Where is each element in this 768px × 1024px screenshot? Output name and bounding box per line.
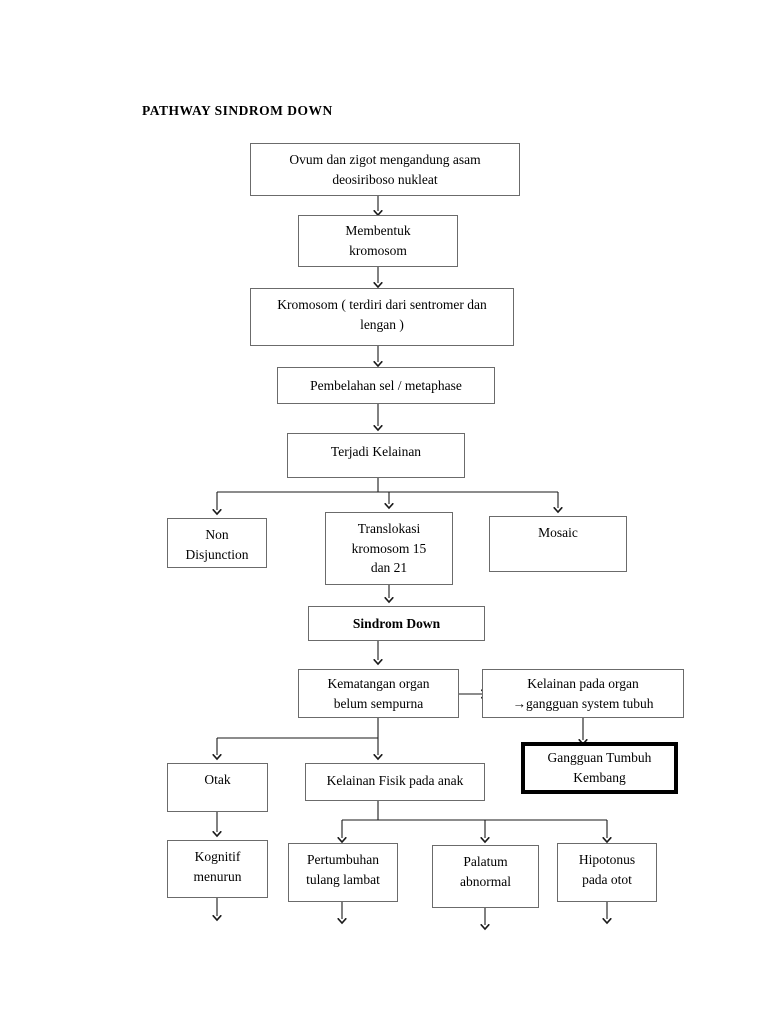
node-label: Mosaic <box>538 525 578 540</box>
node-label: Gangguan Tumbuh Kembang <box>547 750 652 785</box>
node-label: Sindrom Down <box>352 616 441 631</box>
node-sindrom-down[interactable]: Sindrom Down <box>308 606 485 641</box>
node-hipotonus-otot[interactable]: Hipotonus pada otot <box>557 843 657 902</box>
node-kelainan-fisik[interactable]: Kelainan Fisik pada anak <box>305 763 485 801</box>
node-label: Ovum dan zigot mengandung asam deosiribo… <box>289 151 481 187</box>
node-label: Otak <box>204 772 231 787</box>
node-pertumbuhan-tulang[interactable]: Pertumbuhan tulang lambat <box>288 843 398 902</box>
node-label: Membentuk kromosom <box>345 223 411 258</box>
node-gangguan-tumbuh-kembang[interactable]: Gangguan Tumbuh Kembang <box>521 742 678 794</box>
node-label: Palatum abnormal <box>460 854 511 889</box>
node-translokasi-kromosom[interactable]: Translokasi kromosom 15 dan 21 <box>325 512 453 585</box>
node-membentuk-kromosom[interactable]: Membentuk kromosom <box>298 215 458 267</box>
node-label: Non Disjunction <box>185 527 249 562</box>
node-terjadi-kelainan[interactable]: Terjadi Kelainan <box>287 433 465 478</box>
node-label: Kognitif menurun <box>193 849 242 884</box>
node-kognitif-menurun[interactable]: Kognitif menurun <box>167 840 268 898</box>
node-label: Pembelahan sel / metaphase <box>310 378 462 393</box>
node-kematangan-organ[interactable]: Kematangan organ belum sempurna <box>298 669 459 718</box>
node-palatum-abnormal[interactable]: Palatum abnormal <box>432 845 539 908</box>
page-title: PATHWAY SINDROM DOWN <box>142 103 333 118</box>
node-label: Translokasi kromosom 15 dan 21 <box>351 521 427 576</box>
node-label: Kromosom ( terdiri dari sentromer dan le… <box>277 297 487 332</box>
node-non-disjunction[interactable]: Non Disjunction <box>167 518 267 568</box>
node-label: Kelainan pada organ →gangguan system tub… <box>512 675 654 711</box>
node-label: Hipotonus pada otot <box>578 852 636 887</box>
node-label: Terjadi Kelainan <box>330 444 422 459</box>
node-ovum-zigot[interactable]: Ovum dan zigot mengandung asam deosiribo… <box>250 143 520 196</box>
node-label: Kelainan Fisik pada anak <box>326 773 464 788</box>
node-kromosom-sentromer[interactable]: Kromosom ( terdiri dari sentromer dan le… <box>250 288 514 346</box>
node-pembelahan-sel[interactable]: Pembelahan sel / metaphase <box>277 367 495 404</box>
node-otak[interactable]: Otak <box>167 763 268 812</box>
node-label: Pertumbuhan tulang lambat <box>306 852 380 887</box>
node-mosaic[interactable]: Mosaic <box>489 516 627 572</box>
node-kelainan-organ[interactable]: Kelainan pada organ →gangguan system tub… <box>482 669 684 718</box>
node-label: Kematangan organ belum sempurna <box>327 675 430 711</box>
